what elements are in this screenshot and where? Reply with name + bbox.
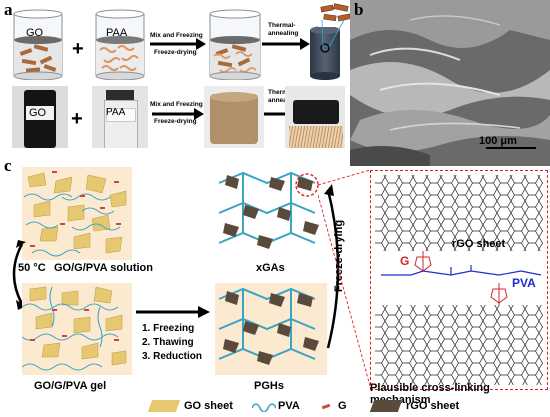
scale-bar-label: 100 μm	[479, 135, 517, 147]
step-reduction: 3. Reduction	[142, 351, 203, 362]
panel-b-letter: b	[354, 0, 364, 19]
photo-aerogel-dark	[285, 86, 345, 148]
legend-pva-label: PVA	[278, 400, 300, 412]
thermal-line1: Thermal-	[268, 22, 296, 29]
solution-illustration	[22, 167, 132, 260]
photo-paa-vial	[92, 86, 148, 148]
gel-label: GO/G/PVA gel	[34, 380, 107, 392]
panel-a-schematic	[13, 9, 340, 80]
thermal-line2: annealing	[268, 30, 299, 37]
step-mix-label-bottom: Mix and Freezing	[150, 101, 203, 108]
step-thermal-label-top: Thermal- annealing	[268, 22, 298, 38]
zoom-dashed-lines	[318, 169, 371, 387]
rgo-sheet-label: rGO sheet	[452, 238, 506, 250]
beaker-mixed	[209, 9, 261, 80]
legend: GO sheet PVA G rGO sheet	[147, 398, 550, 416]
legend-g-swatch	[321, 403, 331, 410]
legend-go-swatch	[147, 400, 181, 412]
mechanism-box	[370, 170, 548, 390]
step-freezing: 1. Freezing	[142, 323, 195, 334]
legend-rgo-label: rGO sheet	[406, 400, 460, 412]
legend-g-label: G	[338, 400, 347, 412]
beaker-go	[13, 9, 63, 80]
solution-label: GO/G/PVA solution	[54, 262, 153, 274]
xgas-illustration	[215, 167, 327, 260]
panel-c-letter: c	[4, 156, 12, 175]
aerogel-cylinder	[310, 26, 340, 80]
photo-foam-cylinder	[204, 86, 264, 148]
scale-bar	[486, 147, 536, 149]
plus-sign-top: +	[72, 38, 84, 60]
step-thermal-label-bottom: Thermal- annealing	[268, 89, 298, 105]
mechanism-g-label: G	[400, 254, 410, 268]
thermal-line1-b: Thermal-	[268, 89, 296, 96]
plus-sign-bottom: +	[71, 108, 83, 130]
xgas-label: xGAs	[256, 262, 285, 274]
legend-go-label: GO sheet	[184, 400, 233, 412]
sem-image	[350, 0, 550, 166]
pghs-label: PGHs	[254, 380, 284, 392]
beaker-paa-label: PAA	[106, 27, 128, 39]
vial-paa-label: PAA	[106, 107, 126, 118]
mechanism-pva-label: PVA	[512, 276, 536, 290]
thermal-line2-b: annealing	[268, 97, 299, 104]
step-freeze-label-bottom: Freeze-drying	[154, 118, 197, 125]
photo-go-vial	[12, 86, 68, 148]
gel-illustration	[22, 283, 132, 375]
steps-arrow	[136, 306, 210, 318]
legend-rgo-swatch	[369, 400, 403, 412]
pghs-illustration	[215, 283, 327, 375]
zoom-lines	[321, 19, 345, 48]
legend-pva-swatch	[252, 403, 276, 412]
step-thawing: 2. Thawing	[142, 337, 194, 348]
step-mix-label-top: Mix and Freezing	[150, 32, 203, 39]
cycle-arrow-left	[12, 240, 26, 310]
panel-a-letter: a	[4, 0, 13, 19]
vial-go-label: GO	[29, 107, 47, 119]
aerogel-zoom-inset	[318, 3, 354, 27]
beaker-paa	[95, 9, 145, 80]
solution-temp: 50 °C	[18, 262, 46, 274]
beaker-go-label: GO	[26, 27, 44, 39]
step-freeze-label-top: Freeze-drying	[154, 49, 197, 56]
